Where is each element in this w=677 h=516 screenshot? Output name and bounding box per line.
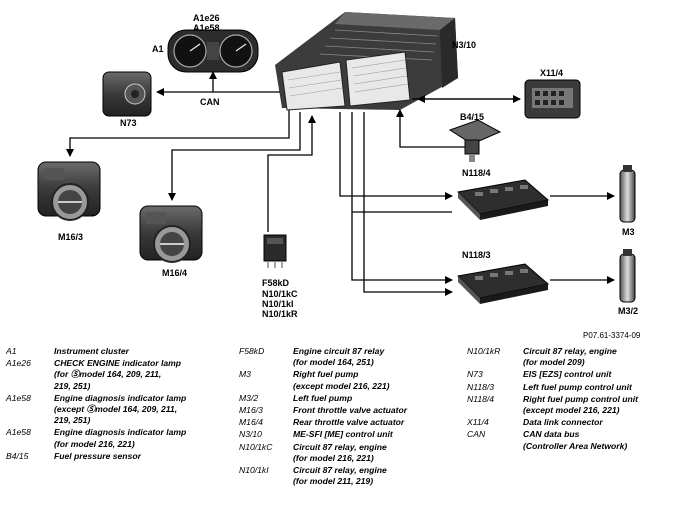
label-n10-1kc: N10/1kC (262, 289, 298, 299)
legend-row: M16/3 Front throttle valve actuator (239, 405, 459, 416)
legend-description: Left fuel pump control unit (523, 381, 632, 392)
legend-code: A1e58 (6, 392, 31, 403)
label-can: CAN (200, 97, 220, 107)
legend-description: CHECK ENGINE indicator lamp (for Ⓢmodel … (54, 358, 182, 391)
label-f58kd: F58kD (262, 278, 290, 288)
ecu-n3-10: N3/10 (275, 12, 476, 111)
rear-throttle-valve-actuator-m16-4: M16/4 (139, 205, 203, 278)
legend-description: ME-SFI [ME] control unit (293, 429, 393, 440)
label-b4-15: B4/15 (460, 112, 484, 122)
legend-description: Data link connector (523, 417, 603, 428)
legend-description: Circuit 87 relay, engine (for model 209) (523, 346, 617, 368)
label-x11-4: X11/4 (540, 68, 563, 78)
legend-code: A1 (6, 346, 17, 356)
can-bus-line (156, 71, 280, 96)
label-m16-3: M16/3 (58, 232, 83, 242)
data-link-connector-x11-4: X11/4 (524, 68, 581, 119)
legend-description: Engine diagnosis indicator lamp (for mod… (54, 427, 187, 449)
legend-description: Front throttle valve actuator (293, 405, 408, 416)
legend-row: N3/10 ME-SFI [ME] control unit (239, 429, 459, 440)
legend-column-2: F58kD Engine circuit 87 relay (for model … (239, 346, 459, 488)
connection-lines (66, 110, 453, 296)
front-throttle-valve-actuator-m16-3: M16/3 (37, 161, 101, 242)
legend-description: Circuit 87 relay, engine (for model 211,… (293, 465, 387, 487)
legend-row: F58kD Engine circuit 87 relay (for model … (239, 346, 459, 368)
legend-description: Rear throttle valve actuator (293, 417, 405, 428)
legend-row: N10/1kR Circuit 87 relay, engine (for mod… (467, 346, 672, 368)
label-n3-10: N3/10 (452, 40, 476, 50)
legend-row: N73 EIS [EZS] control unit (467, 369, 672, 380)
label-m16-4: M16/4 (162, 268, 187, 278)
legend-row: CAN CAN data bus (Controller Area Network… (467, 429, 672, 451)
legend-row: A1e26 CHECK ENGINE indicator lamp (for Ⓢm… (6, 358, 221, 392)
legend-row: B4/15 Fuel pressure sensor (6, 451, 221, 462)
legend-row: N118/4 Right fuel pump control unit (exce… (467, 394, 672, 416)
legend-row: N118/3 Left fuel pump control unit (467, 382, 672, 393)
legend-code: N73 (467, 369, 483, 380)
fuel-pump-control-unit-n118-3: N118/3 (456, 250, 550, 304)
label-n10-1kr: N10/1kR (262, 309, 298, 319)
legend-code: M3/2 (239, 392, 259, 403)
legend-description: Circuit 87 relay, engine (for model 216,… (293, 441, 387, 463)
legend-code: F58kD (239, 346, 265, 356)
legend-description: CAN data bus (Controller Area Network) (523, 429, 628, 451)
legend-row: A1e58 Engine diagnosis indicator lamp (fo… (6, 427, 221, 449)
legend-code: M16/3 (239, 405, 263, 416)
legend-description: Right fuel pump (except model 216, 221) (293, 369, 390, 391)
legend-code: A1e26 (6, 358, 31, 369)
label-a1e58: A1e58 (193, 23, 220, 33)
fuel-pump-control-unit-n118-4: N118/4 (456, 168, 550, 220)
legend-code: N118/4 (467, 393, 495, 404)
legend-code: B4/15 (6, 450, 29, 461)
legend-code: N10/1kI (239, 465, 269, 476)
legend-row: A1e58 Engine diagnosis indicator lamp (ex… (6, 393, 221, 427)
fuel-pressure-sensor-b4-15: B4/15 (448, 112, 502, 162)
legend-row: M3/2 Left fuel pump (239, 393, 459, 404)
label-n118-4: N118/4 (462, 168, 491, 178)
legend-row: M3 Right fuel pump (except model 216, 221… (239, 369, 459, 391)
legend-code: CAN (467, 429, 486, 440)
reference-code: P07.61-3374-09 (583, 331, 641, 340)
legend-code: N10/1kR (467, 346, 501, 356)
legend-description: Right fuel pump control unit (except mod… (523, 393, 639, 416)
label-m3-2: M3/2 (618, 306, 638, 316)
system-diagram: N3/10 A1 A1e26 A1e58 N73 CAN X11/4 (37, 12, 638, 319)
legend-description: Instrument cluster (54, 346, 129, 356)
label-n73: N73 (120, 118, 137, 128)
engine-circuit-87-relay: F58kD N10/1kC N10/1kI N10/1kR (262, 234, 298, 319)
legend-description: Fuel pressure sensor (54, 450, 141, 461)
legend-description: EIS [EZS] control unit (523, 369, 612, 380)
legend-code: N10/1kC (239, 441, 273, 452)
right-fuel-pump-m3: M3 (619, 165, 636, 237)
label-n10-1ki: N10/1kI (262, 299, 294, 309)
legend-code: X11/4 (467, 417, 489, 428)
legend-column-3: N10/1kR Circuit 87 relay, engine (for mod… (467, 346, 672, 453)
legend-row: M16/4 Rear throttle valve actuator (239, 417, 459, 428)
legend-code: N3/10 (239, 429, 262, 440)
legend-code: A1e58 (6, 427, 31, 438)
label-a1: A1 (152, 44, 164, 54)
label-n118-3: N118/3 (462, 250, 491, 260)
legend-row: X11/4 Data link connector (467, 417, 672, 428)
legend-row: N10/1kI Circuit 87 relay, engine (for mod… (239, 465, 459, 487)
label-m3: M3 (622, 227, 635, 237)
pump-lines (550, 192, 615, 284)
eis-n73: N73 (102, 71, 152, 128)
left-fuel-pump-m3-2: M3/2 (618, 249, 638, 316)
legend-code: N118/3 (467, 381, 495, 392)
instrument-cluster-a1: A1 A1e26 A1e58 (152, 13, 259, 73)
label-a1e26: A1e26 (193, 13, 220, 23)
legend-description: Engine circuit 87 relay (for model 164, … (293, 346, 385, 368)
legend-description: Engine diagnosis indicator lamp (except … (54, 392, 187, 426)
legend-description: Left fuel pump (293, 392, 353, 403)
legend-code: M16/4 (239, 417, 263, 428)
legend-code: M3 (239, 369, 251, 380)
legend-row: N10/1kC Circuit 87 relay, engine (for mod… (239, 442, 459, 464)
legend-row: A1 Instrument cluster (6, 346, 221, 357)
